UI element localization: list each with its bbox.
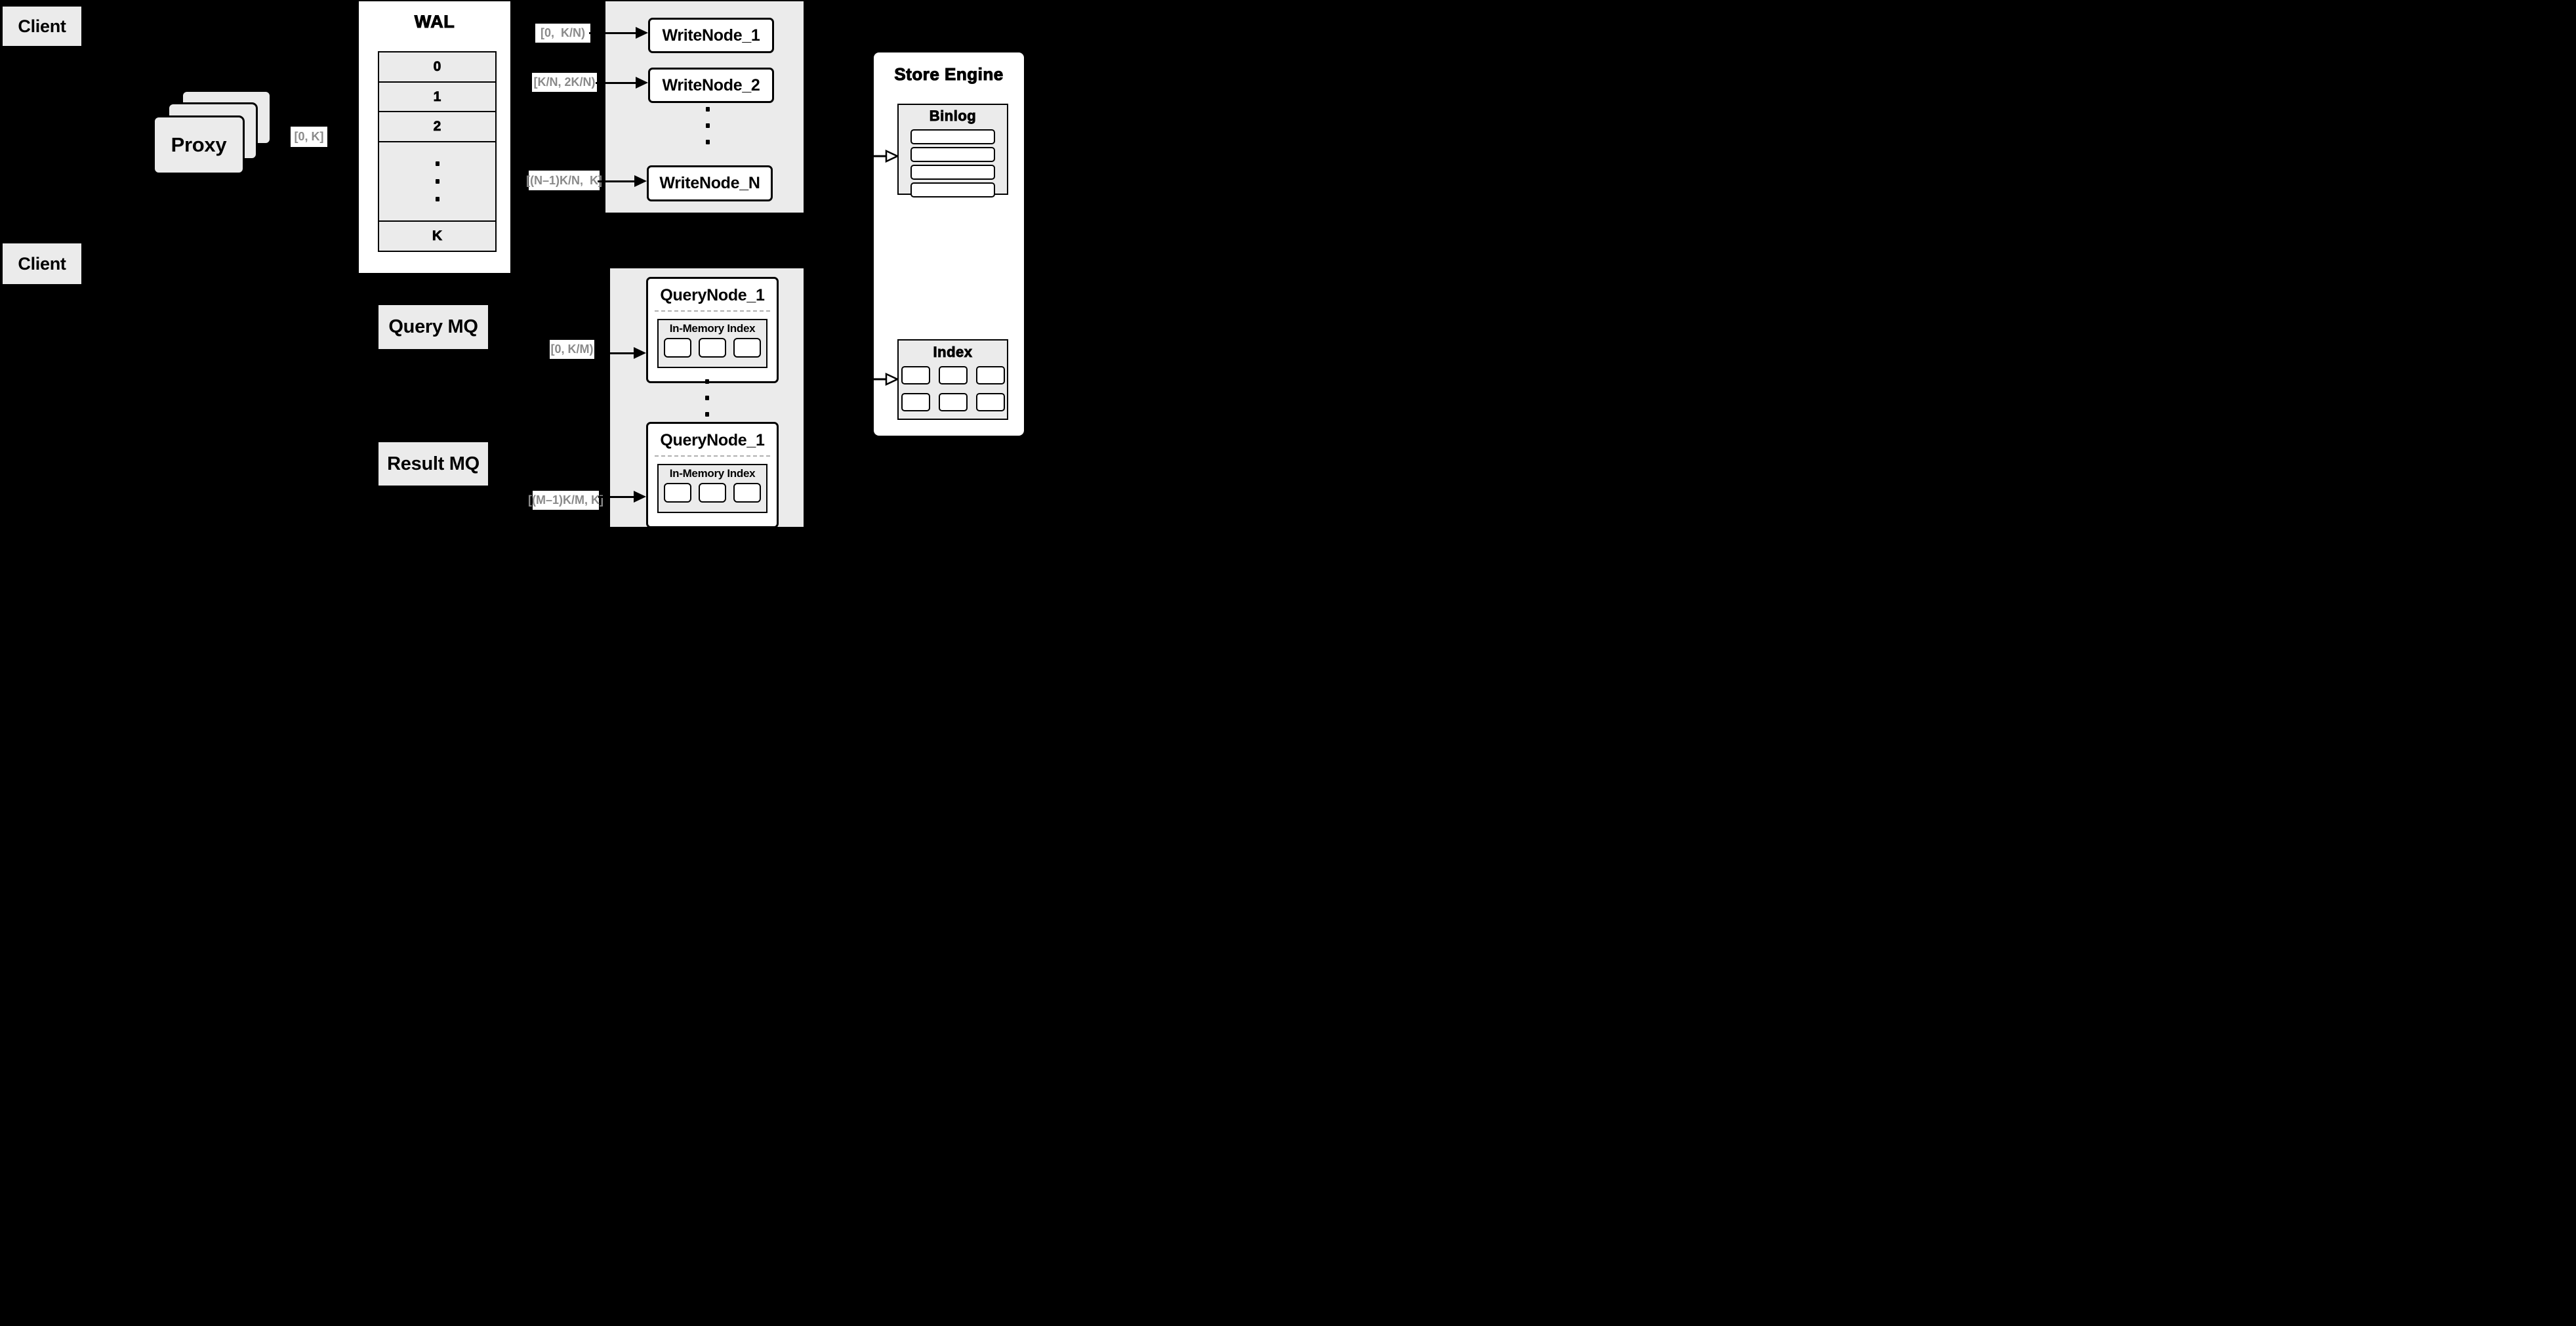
wal-box: WAL 0 1 2 K <box>358 0 512 274</box>
index-cell <box>938 366 968 384</box>
proxy-label: Proxy <box>171 133 227 156</box>
client-box-top: Client <box>1 5 83 47</box>
open-arrowhead-icon <box>885 373 899 386</box>
binlog-row <box>910 147 995 162</box>
wal-table: 0 1 2 K <box>378 51 497 252</box>
write-node-n-label: WriteNode_N <box>659 174 760 192</box>
memory-segment <box>699 483 726 503</box>
index-box: Index <box>897 339 1008 420</box>
range-label-write-node-1: [0, K/N) <box>535 24 590 43</box>
query-node-2: QueryNode_1 In-Memory Index <box>646 422 779 528</box>
write-node-1: WriteNode_1 <box>648 18 774 53</box>
arrowhead-icon <box>636 77 648 89</box>
result-mq-label: Result MQ <box>387 453 480 474</box>
write-node-1-label: WriteNode_1 <box>662 26 760 45</box>
wal-row-2: 2 <box>379 112 495 142</box>
in-memory-index-box: In-Memory Index <box>657 319 767 368</box>
ellipsis-dots <box>435 161 440 201</box>
memory-segments <box>659 338 766 358</box>
index-cell <box>975 366 1005 384</box>
range-label-query-node-1: [0, K/M) <box>550 340 594 359</box>
range-label-write-node-n: [(N–1)K/N, K] <box>526 171 602 190</box>
query-mq-label: Query MQ <box>388 316 478 337</box>
in-memory-index-title: In-Memory Index <box>669 467 756 480</box>
range-label-query-node-2: [(M–1)K/M, K] <box>528 491 603 510</box>
memory-segment <box>664 338 691 358</box>
index-cell <box>975 393 1005 411</box>
client-box-bottom: Client <box>1 242 83 285</box>
arrow-to-query-node-1 <box>594 347 646 359</box>
open-arrowhead-icon <box>885 150 899 163</box>
arrow-to-query-node-2 <box>598 491 646 503</box>
write-node-2-label: WriteNode_2 <box>662 75 760 94</box>
proxy-front-card: Proxy <box>153 115 245 175</box>
in-memory-index-box: In-Memory Index <box>657 464 767 513</box>
arrowhead-icon <box>634 491 646 503</box>
query-node-1-title: QueryNode_1 <box>660 286 765 304</box>
open-arrow-to-binlog <box>874 150 899 163</box>
wal-row-k: K <box>379 222 495 251</box>
binlog-rows <box>899 129 1007 197</box>
arrow-to-write-node-n <box>598 175 647 187</box>
index-cell <box>901 393 930 411</box>
query-mq-box: Query MQ <box>377 304 489 350</box>
index-cells-row <box>899 393 1007 411</box>
ellipsis-dots <box>706 107 710 144</box>
binlog-box: Binlog <box>897 104 1008 197</box>
in-memory-index-title: In-Memory Index <box>669 322 756 335</box>
memory-segment <box>733 483 761 503</box>
client-top-label: Client <box>18 16 66 36</box>
binlog-title: Binlog <box>929 108 977 125</box>
query-node-2-title: QueryNode_1 <box>660 431 765 449</box>
wal-title: WAL <box>414 11 455 31</box>
binlog-row <box>910 129 995 144</box>
memory-segment <box>699 338 726 358</box>
dashed-divider <box>655 455 770 457</box>
arrowhead-icon <box>636 27 648 39</box>
memory-segments <box>659 483 766 503</box>
arrow-to-write-node-1 <box>589 27 648 39</box>
range-label-proxy-to-wal: [0, K] <box>291 127 327 147</box>
index-cells-row <box>899 366 1007 384</box>
range-label-write-node-2: [K/N, 2K/N) <box>532 73 597 92</box>
wal-row-1: 1 <box>379 83 495 112</box>
wal-row-0: 0 <box>379 52 495 83</box>
arrowhead-icon <box>634 347 646 359</box>
result-mq-box: Result MQ <box>377 441 489 487</box>
arrow-to-write-node-2 <box>596 77 648 89</box>
store-engine-box: Store Engine Binlog Index <box>872 51 1025 437</box>
client-bottom-label: Client <box>18 253 66 274</box>
store-engine-title: Store Engine <box>894 64 1004 84</box>
query-node-1: QueryNode_1 In-Memory Index <box>646 277 779 383</box>
architecture-diagram: Client Client Proxy [0, K] WAL 0 1 2 K <box>0 0 1029 529</box>
write-node-n: WriteNode_N <box>647 165 773 201</box>
dashed-divider <box>655 310 770 312</box>
index-cell <box>938 393 968 411</box>
memory-segment <box>664 483 691 503</box>
binlog-row <box>910 182 995 197</box>
binlog-row <box>910 165 995 180</box>
wal-row-ellipsis <box>379 142 495 222</box>
ellipsis-dots <box>705 379 709 417</box>
memory-segment <box>733 338 761 358</box>
open-arrow-to-index <box>874 373 899 386</box>
index-title: Index <box>933 344 973 361</box>
arrowhead-icon <box>634 175 647 187</box>
write-node-2: WriteNode_2 <box>648 68 774 103</box>
index-cell <box>901 366 930 384</box>
